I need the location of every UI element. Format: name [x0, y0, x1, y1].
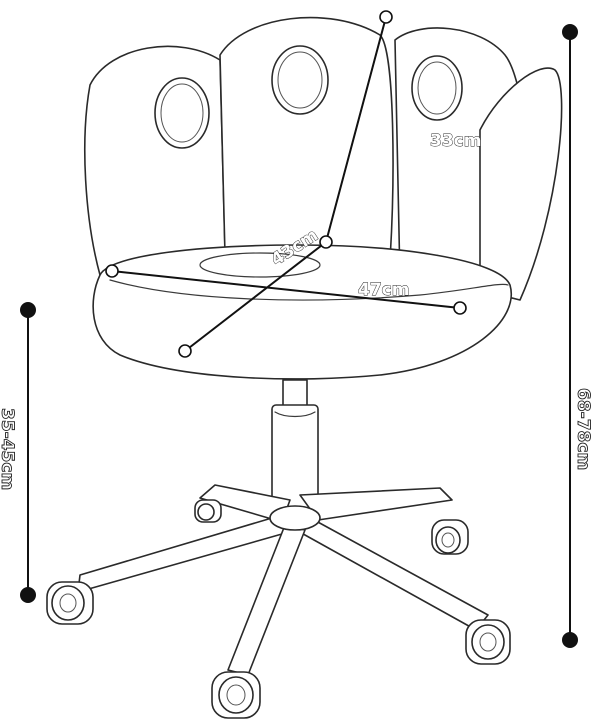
seat-height-top-dot [20, 302, 36, 318]
caster-front [211, 671, 261, 719]
total-height-top-dot [562, 24, 578, 40]
back-depth-line [325, 16, 387, 243]
caster-front-right [465, 619, 511, 665]
caster-back-left [194, 499, 222, 523]
seat-height-label: 35-45cm [0, 408, 17, 490]
total-height-bottom-dot [562, 632, 578, 648]
dim-node-top [379, 10, 393, 24]
total-height-label: 68-78cm [573, 388, 593, 470]
dim-node-left [105, 264, 119, 278]
caster-front-left [46, 581, 94, 625]
dim-node-center [319, 235, 333, 249]
seat-diagonal-line [184, 241, 327, 352]
base-leg-back-right [299, 487, 453, 521]
backrest-hole-center [271, 45, 329, 115]
caster-back-right [431, 519, 469, 555]
backrest-hole-left-inner [160, 83, 204, 143]
seat-center-dimple [199, 252, 321, 278]
chair-illustration [46, 16, 563, 719]
base-hub [269, 505, 321, 531]
backrest-side-petal [479, 67, 563, 301]
backrest-left-petal [83, 45, 226, 276]
backrest-hole-right-inner [417, 61, 457, 115]
back-depth-label: 33cm [430, 131, 481, 151]
seat-cushion [92, 244, 513, 380]
seat-width-label: 47cm [358, 280, 409, 300]
seat-width-line [111, 270, 461, 309]
backrest-hole-left [154, 77, 210, 149]
base-leg-front [227, 524, 306, 676]
backrest-hole-right [411, 55, 463, 121]
gas-lift-ring [274, 411, 316, 418]
seat-cushion-top-seam [109, 279, 509, 301]
dim-node-front [178, 344, 192, 358]
dim-node-right [453, 301, 467, 315]
backrest-hole-center-inner [277, 51, 323, 109]
seat-height-bottom-dot [20, 587, 36, 603]
backrest-center-petal [219, 16, 394, 261]
